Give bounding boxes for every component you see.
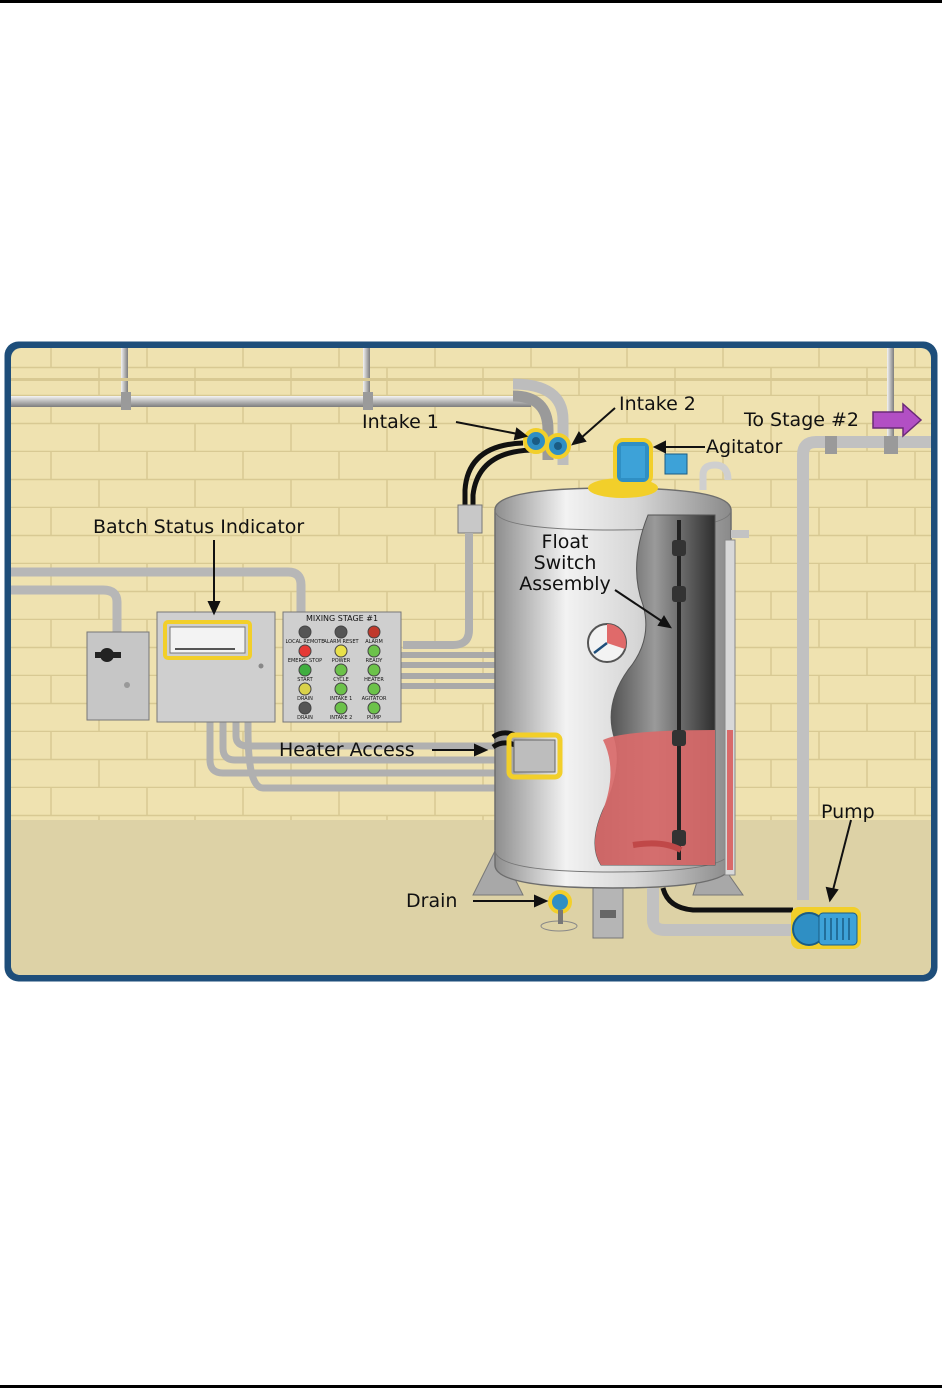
top-rule (0, 0, 942, 3)
pump-label: Pump (821, 801, 875, 823)
panel-button-indicator (298, 663, 312, 677)
intake-hose (462, 440, 524, 510)
top-pipe (11, 348, 931, 465)
panel-button-indicator (334, 663, 348, 677)
panel-button-label: HEATER (364, 677, 384, 683)
float-switch-label-1: Float (542, 531, 589, 553)
panel-button-indicator (334, 682, 348, 696)
batch-status-indicator-box (156, 611, 276, 723)
agitator-motor (588, 438, 688, 498)
panel-button-label: POWER (332, 658, 351, 664)
float-switch-label-2: Switch (534, 552, 597, 574)
outlet-pipe (647, 348, 931, 936)
panel-button-label: INTAKE 2 (330, 715, 353, 721)
panel-button-label: DRAIN (297, 715, 313, 721)
panel-button-indicator (298, 701, 312, 715)
intake-1-label: Intake 1 (362, 411, 439, 433)
panel-button-label: READY (366, 658, 384, 664)
panel-button-label: START (297, 677, 313, 683)
agitator-label: Agitator (706, 436, 783, 458)
panel-button-label: PUMP (367, 715, 381, 721)
float-switch-label-3: Assembly (519, 573, 611, 595)
to-stage-2-label: To Stage #2 (743, 409, 859, 431)
callout-arrows (207, 407, 852, 908)
panel-button-label: ALARM (365, 639, 383, 645)
panel-button-indicator (298, 682, 312, 696)
panel-button-indicator (367, 701, 381, 715)
panel-button-label: ALARM RESET (323, 639, 359, 645)
heater-access-plate (491, 730, 563, 780)
mixing-tank (494, 461, 749, 889)
panel-button-indicator (367, 625, 381, 639)
panel-button-label: CYCLE (333, 677, 349, 683)
pump (791, 907, 861, 949)
junction-box (457, 504, 483, 534)
wall-conduits (11, 567, 498, 792)
drain-label: Drain (406, 890, 457, 912)
panel-button-indicator (367, 644, 381, 658)
panel-button-label: DRAIN (297, 696, 313, 702)
panel-button-indicator (367, 663, 381, 677)
panel-button-label: INTAKE 1 (330, 696, 353, 702)
batch-status-indicator-label: Batch Status Indicator (93, 516, 304, 538)
heater-access-label: Heater Access (279, 739, 415, 761)
panel-button-label: AGITATOR (362, 696, 387, 702)
panel-button-indicator (298, 644, 312, 658)
panel-button-indicator (334, 625, 348, 639)
intake-1-valve (523, 428, 549, 454)
drain-valve (540, 890, 578, 932)
floor (11, 820, 931, 975)
bottom-rule (0, 1385, 942, 1388)
disconnect-switch-box (86, 631, 150, 721)
panel-button-indicator (334, 644, 348, 658)
to-stage-2-arrow (872, 402, 923, 438)
intake-2-valve (545, 433, 571, 459)
intake-2-label: Intake 2 (619, 393, 696, 415)
control-panel-title: MIXING STAGE #1 (306, 614, 378, 623)
panel-button-label: EMERG. STOP (288, 658, 322, 664)
panel-button-indicator (334, 701, 348, 715)
panel-button-label: LOCAL REMOTE (286, 639, 325, 645)
panel-button-indicator (367, 682, 381, 696)
panel-button-indicator (298, 625, 312, 639)
